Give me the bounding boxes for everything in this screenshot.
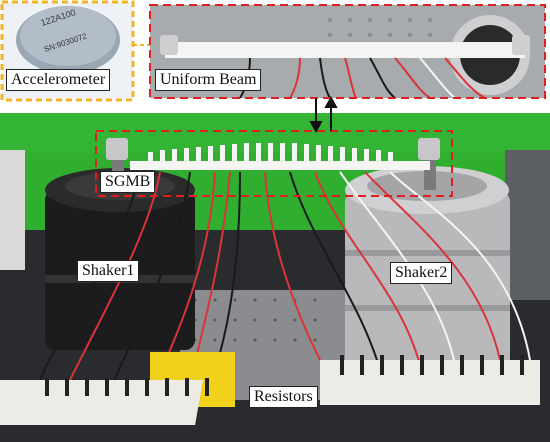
sgmb-label: SGMB [100, 171, 156, 193]
accelerometer-highlight-box [0, 0, 135, 102]
accelerometer-left [106, 138, 128, 160]
sgmb-dashed-box [95, 130, 453, 197]
uniform-beam-dashed-box [149, 4, 546, 99]
sgmb-beam [130, 143, 430, 170]
uniform-beam-bar [165, 42, 525, 58]
shaker1-body [45, 168, 195, 350]
accelerometer-label: Accelerometer [6, 69, 111, 91]
shaker2-label: Shaker2 [390, 262, 453, 284]
accelerometer-right [418, 138, 440, 160]
shaker1-label: Shaker1 [77, 260, 140, 282]
main-photo [0, 113, 550, 442]
breadboard-left [0, 380, 203, 425]
breadboard-right [320, 360, 540, 405]
uniform-beam-label: Uniform Beam [155, 69, 262, 91]
double-arrow [309, 95, 338, 134]
resistors-label: Resistors [249, 386, 318, 408]
